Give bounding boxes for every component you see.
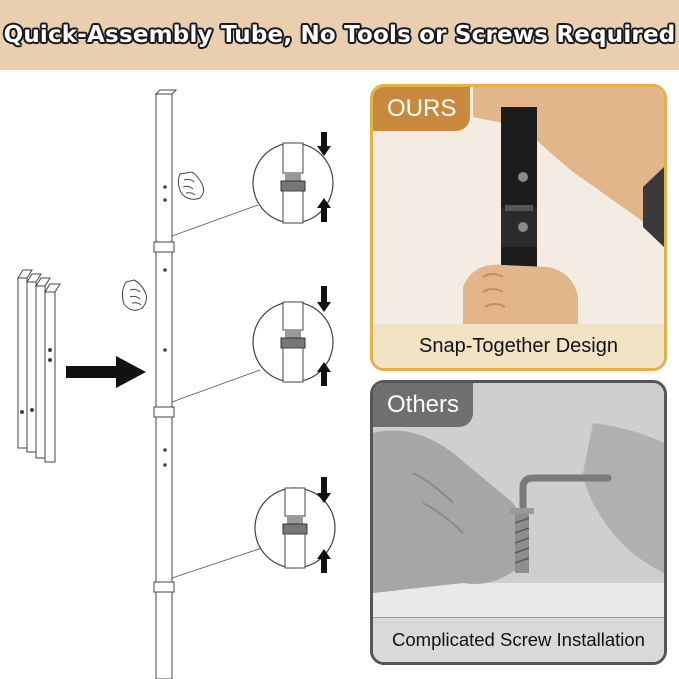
up-arrow-icon [317, 549, 331, 573]
hand-icon [121, 279, 147, 311]
others-panel: Others Complicated Screw Installation [370, 380, 667, 665]
down-arrow-icon [317, 286, 331, 312]
up-arrow-icon [317, 198, 331, 222]
title-banner: Quick-Assembly Tube, No Tools or Screws … [0, 0, 679, 70]
others-caption: Complicated Screw Installation [373, 617, 664, 662]
right-arrow-icon [66, 356, 146, 388]
ours-tag: OURS [373, 87, 471, 131]
joint-detail-2 [252, 286, 334, 386]
down-arrow-icon [317, 477, 331, 503]
tube-bundle [17, 269, 61, 463]
assembly-diagram [17, 89, 336, 679]
joint-detail-1 [252, 132, 334, 224]
banner-title: Quick-Assembly Tube, No Tools or Screws … [3, 22, 676, 48]
ours-caption: Snap-Together Design [373, 324, 664, 368]
joint-detail-3 [254, 477, 336, 573]
assembled-pole [153, 89, 178, 679]
down-arrow-icon [317, 132, 331, 156]
snap-together-photo [373, 87, 664, 368]
hand-icon [177, 171, 205, 200]
others-tag: Others [373, 383, 474, 427]
ours-panel: OURS Snap-Together Design [370, 84, 667, 371]
up-arrow-icon [317, 362, 331, 386]
